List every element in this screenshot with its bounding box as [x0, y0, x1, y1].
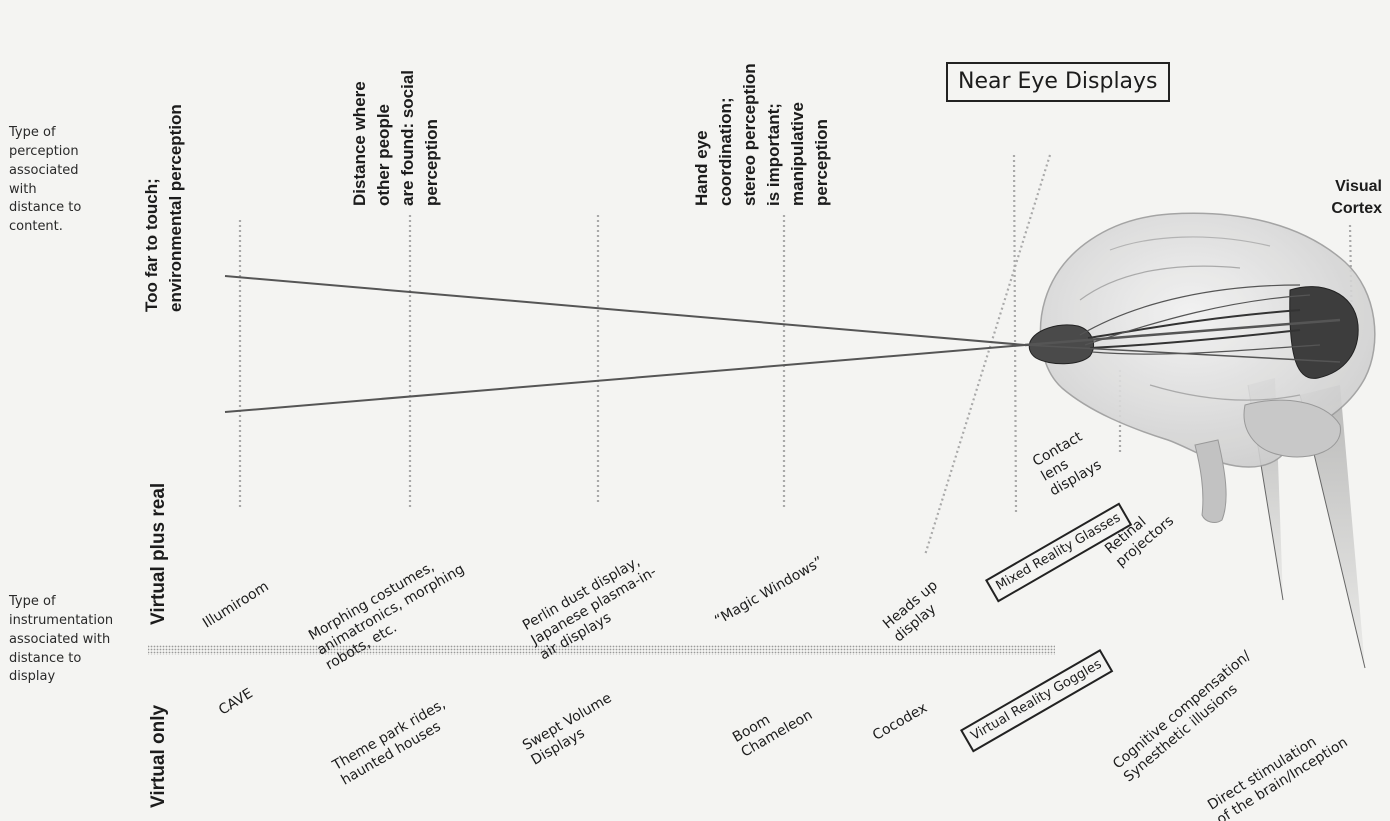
sight-line-lower: [224, 344, 1026, 413]
optic-tract: [1084, 294, 1311, 346]
brain-stem: [1194, 439, 1227, 523]
optic-nerve: [1089, 329, 1301, 349]
sight-line-upper: [224, 275, 1026, 346]
perception-side-label: Type of perception associated with dista…: [9, 125, 82, 235]
visual-cortex-label: Visual Cortex: [1331, 178, 1382, 217]
heading-environmental-perception: Too far to touch; environmental percepti…: [142, 104, 185, 312]
brain-fold: [1109, 236, 1271, 251]
brain-illustration: [1028, 212, 1376, 523]
eye: [1028, 324, 1094, 365]
band-separator: [148, 645, 1055, 655]
heading-social-perception: Distance where other people are found: s…: [350, 69, 441, 206]
sight-lines: [224, 275, 1341, 413]
band-virtual-only: Virtual only: [148, 704, 169, 808]
guide-line: [923, 154, 1052, 556]
brain-fold: [1149, 384, 1301, 401]
band-virtual-plus-real: Virtual plus real: [148, 482, 169, 625]
heading-manipulative-perception: Hand eye coordination; stereo perception…: [692, 63, 831, 206]
optic-tract: [1091, 344, 1321, 355]
guide-line: [1012, 154, 1018, 513]
optic-tract: [1079, 284, 1301, 336]
near-eye-displays-box: Near Eye Displays: [946, 62, 1170, 102]
cerebellum: [1243, 399, 1341, 458]
brain-fold: [1079, 265, 1241, 301]
sight-line-cortex-lower: [1024, 344, 1341, 363]
sight-line-cortex: [1024, 318, 1341, 347]
beam: [1300, 385, 1365, 668]
optic-nerve: [1087, 309, 1301, 339]
instrumentation-side-label: Type of instrumentation associated with …: [9, 594, 114, 685]
